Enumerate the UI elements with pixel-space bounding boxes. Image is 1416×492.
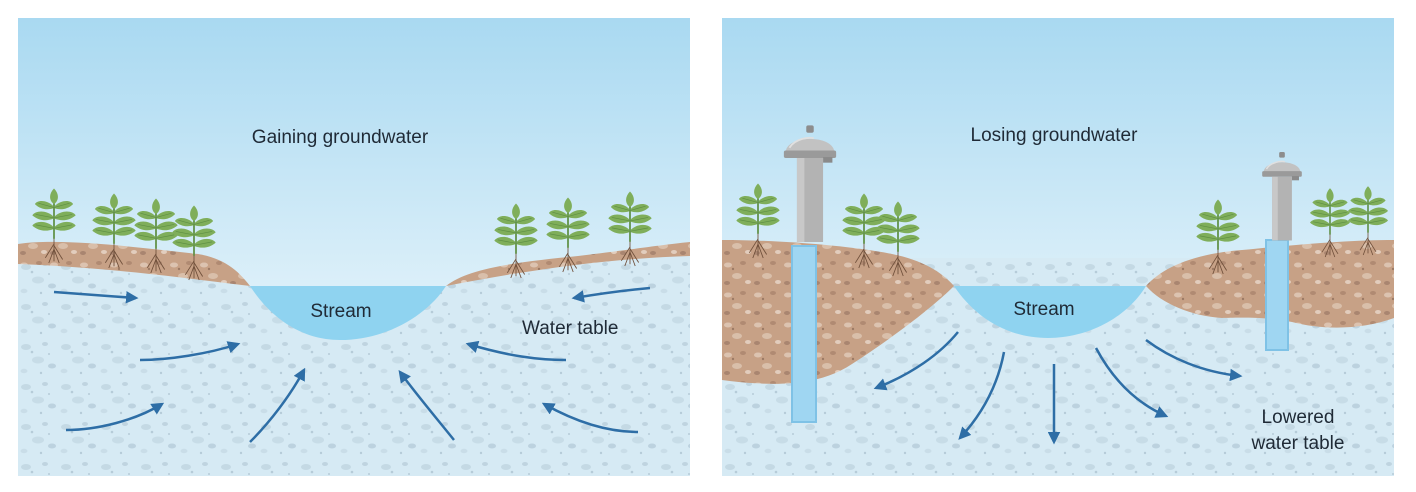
water-table-label-line2: water table bbox=[1251, 433, 1345, 454]
stream bbox=[250, 286, 446, 340]
flow-arrow-icon bbox=[139, 341, 241, 362]
flow-arrow-icon bbox=[65, 402, 165, 432]
water-table-label: Water table bbox=[522, 318, 618, 339]
water-table-label-line1: Lowered bbox=[1262, 407, 1335, 428]
flow-arrow-icon bbox=[1145, 338, 1243, 382]
flow-arrow-icon bbox=[53, 290, 139, 304]
stream-label: Stream bbox=[1013, 299, 1074, 320]
flow-arrow-icon bbox=[571, 286, 651, 303]
flow-arrow-icon bbox=[398, 369, 455, 441]
stream bbox=[954, 286, 1146, 338]
flow-arrow-icon bbox=[873, 331, 959, 391]
groundwater-zone bbox=[18, 254, 690, 476]
gaining-diagram: Gaining groundwater Stream Water table bbox=[18, 18, 690, 476]
panel-title: Gaining groundwater bbox=[252, 127, 429, 148]
flow-arrow-icon bbox=[465, 340, 567, 362]
soil-left bbox=[18, 241, 250, 286]
soil-left bbox=[722, 240, 954, 384]
stream-label: Stream bbox=[310, 301, 371, 322]
well-left bbox=[791, 245, 817, 423]
flow-arrow-icon bbox=[541, 402, 639, 434]
flow-arrow-icon bbox=[1094, 347, 1169, 418]
flow-arrow-icon bbox=[249, 367, 306, 443]
panel-title: Losing groundwater bbox=[971, 125, 1139, 146]
flow-arrow-icon bbox=[958, 351, 1006, 440]
losing-diagram: Losing groundwater Stream Lowered water … bbox=[722, 18, 1394, 476]
losing-groundwater-panel: Losing groundwater Stream Lowered water … bbox=[722, 18, 1394, 476]
well-right bbox=[1265, 239, 1289, 351]
gaining-groundwater-panel: Gaining groundwater Stream Water table bbox=[18, 18, 690, 476]
